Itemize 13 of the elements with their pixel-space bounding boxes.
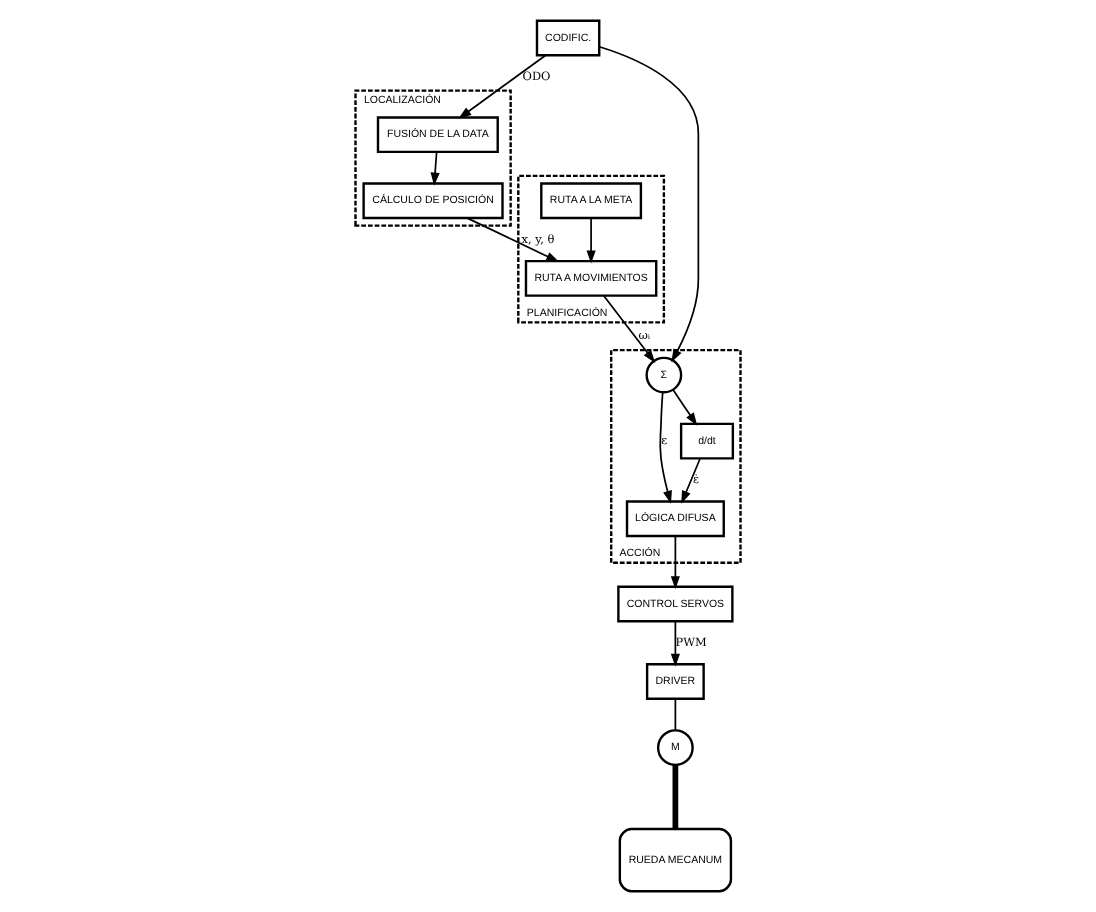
arrow [458, 54, 547, 119]
arrow [670, 535, 680, 590]
arrow [672, 389, 698, 426]
connector [672, 764, 679, 830]
arrow [681, 457, 701, 504]
arrow [602, 294, 656, 363]
arrow [598, 45, 700, 363]
arrow [586, 217, 596, 264]
connector [674, 698, 677, 731]
arrow [659, 391, 672, 504]
arrow [430, 151, 440, 186]
arrow [670, 620, 680, 667]
arrow [466, 217, 560, 263]
